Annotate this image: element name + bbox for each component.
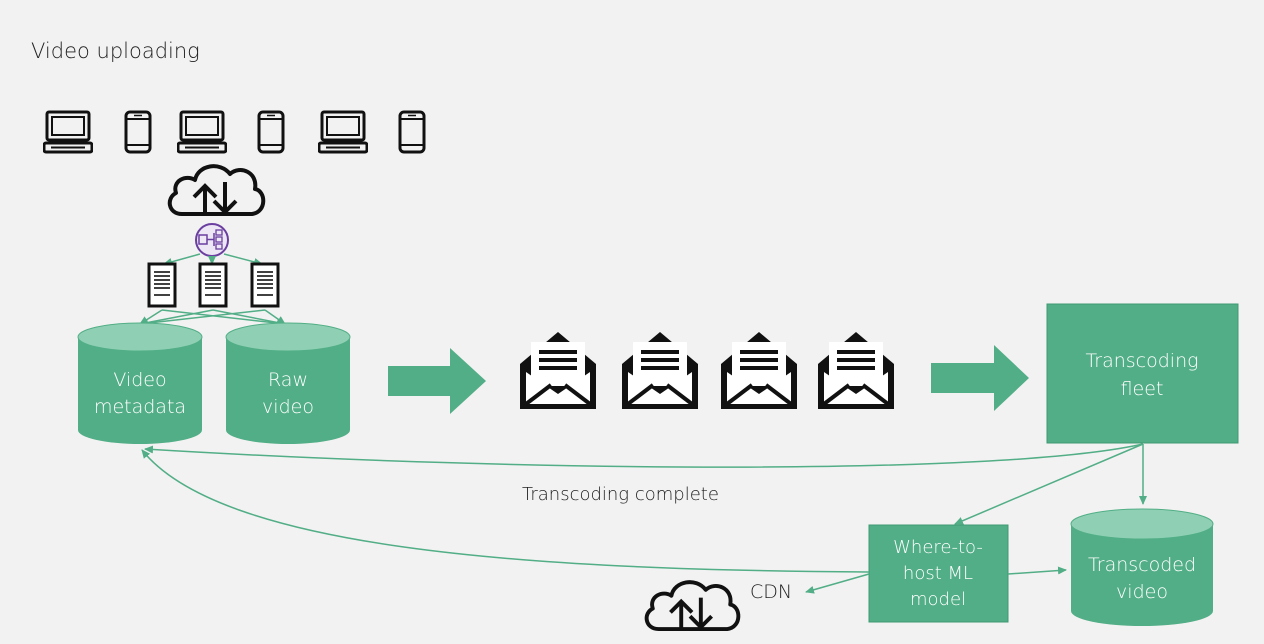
raw-video-db: Raw video <box>225 322 351 444</box>
where-to-host-label-1: Where-to- <box>893 537 983 558</box>
server-icon <box>198 262 228 308</box>
edge-where-to-host-to-transcoded <box>1007 566 1067 575</box>
cdn-label: CDN <box>750 581 792 603</box>
server-icon <box>147 262 177 308</box>
where-to-host-model: Where-to- host ML model <box>868 524 1009 623</box>
transcoded-video-label-1: Transcoded <box>1088 554 1196 576</box>
raw-video-label-2: video <box>262 396 314 418</box>
edge-label-transcoding-complete: Transcoding complete <box>522 484 719 505</box>
transcoding-fleet-label-1: Transcoding <box>1085 350 1198 372</box>
phone-icon <box>124 110 152 154</box>
laptop-icon <box>177 110 227 154</box>
edge-where-to-host-to-metadata <box>141 449 870 573</box>
flow-arrow-to-queue <box>388 348 486 414</box>
envelope-icon <box>719 330 799 411</box>
video-metadata-label-2: metadata <box>94 396 186 418</box>
server-to-storage-connectors <box>139 309 286 328</box>
video-metadata-label-1: Video <box>113 369 166 391</box>
cloud-upload-download-icon <box>167 164 266 218</box>
envelope-icon <box>518 330 598 411</box>
client-devices <box>43 110 426 154</box>
envelope-icon <box>816 330 896 411</box>
edge-fleet-to-where-to-host <box>954 443 1144 525</box>
where-to-host-label-2: host ML <box>903 563 973 584</box>
diagram-title: Video uploading <box>31 39 200 63</box>
cdn-cloud-icon <box>644 580 741 633</box>
flow-arrow-to-fleet <box>931 345 1029 411</box>
message-queue <box>518 330 896 411</box>
edge-where-to-host-to-cdn <box>805 573 870 594</box>
phone-icon <box>257 110 285 154</box>
server-icon <box>250 262 280 308</box>
envelope-icon <box>620 330 700 411</box>
load-balancer-icon <box>195 223 229 257</box>
edge-transcoding-complete <box>144 443 1144 468</box>
phone-icon <box>398 110 426 154</box>
transcoded-video-label-2: video <box>1116 581 1168 603</box>
video-metadata-db: Video metadata <box>77 322 203 444</box>
laptop-icon <box>43 110 93 154</box>
transcoding-fleet: Transcoding fleet <box>1046 303 1239 444</box>
where-to-host-label-3: model <box>910 589 966 610</box>
raw-video-label-1: Raw <box>268 369 308 391</box>
app-servers <box>147 262 280 308</box>
transcoding-fleet-label-2: fleet <box>1121 378 1164 400</box>
laptop-icon <box>318 110 368 154</box>
transcoded-video-db: Transcoded video <box>1070 508 1214 626</box>
